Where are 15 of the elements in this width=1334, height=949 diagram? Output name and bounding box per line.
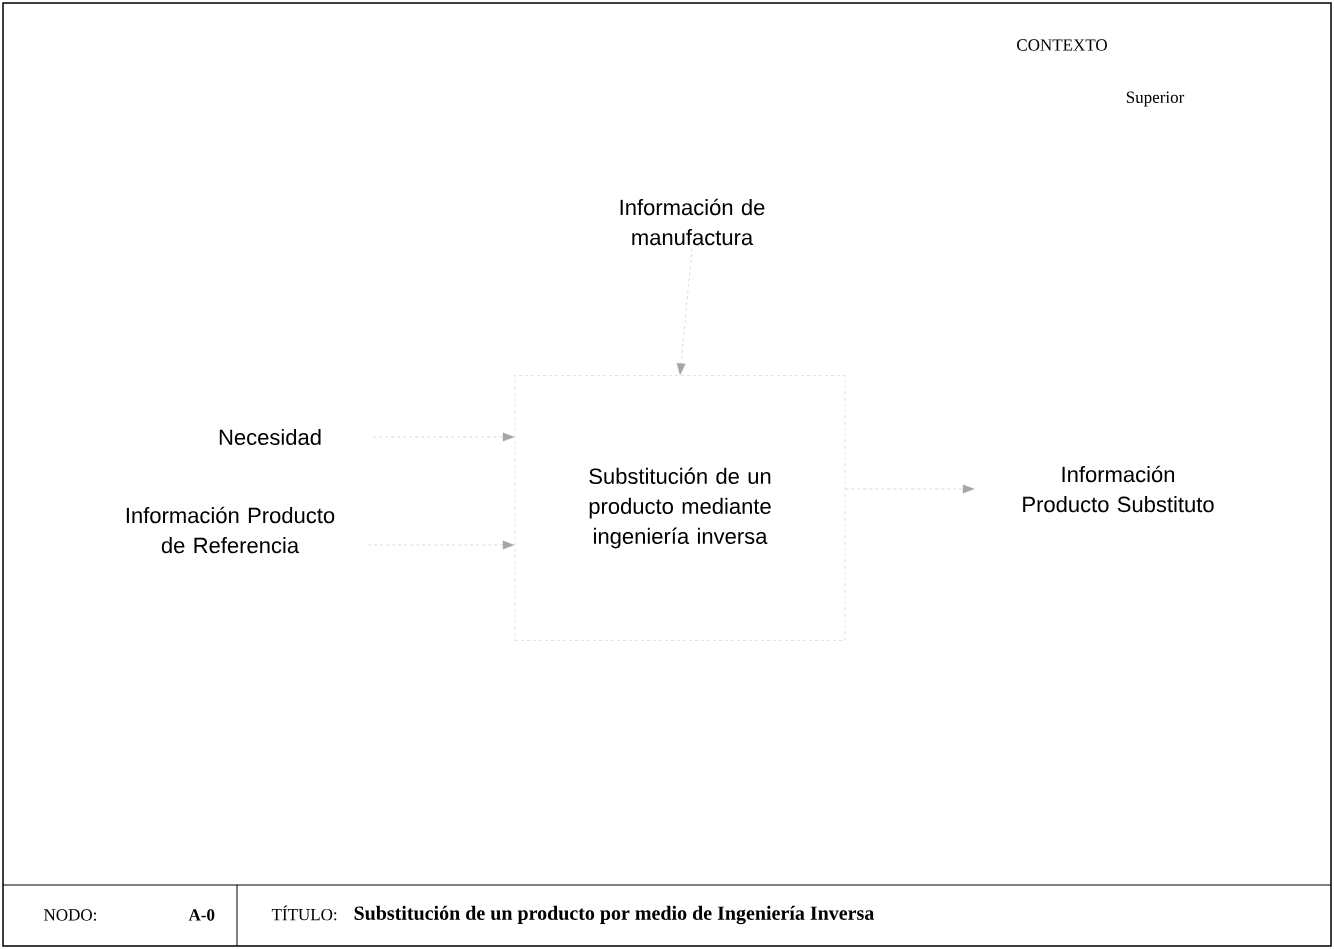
input-label: Información Producto de Referencia xyxy=(126,506,335,554)
arrow xyxy=(373,432,515,442)
node-number: A-0 xyxy=(188,909,215,921)
node-label: NODO: xyxy=(44,909,96,921)
arrow xyxy=(676,248,693,375)
context-label: Superior xyxy=(1126,91,1185,107)
output-label: Información Producto Substituto xyxy=(1023,465,1214,513)
process-box: Substitución de un producto mediante ingeniería inversa xyxy=(514,375,846,641)
title-label: TÍTULO: xyxy=(271,905,337,921)
input-label: Necesidad xyxy=(219,428,321,446)
input-label: Información de manufactura xyxy=(620,198,765,246)
arrow xyxy=(845,484,975,494)
arrow xyxy=(368,540,515,550)
context-label: CONTEXTO xyxy=(1017,39,1107,51)
title: Substitución de un producto por medio de Ingeniería Inversa xyxy=(354,905,874,925)
